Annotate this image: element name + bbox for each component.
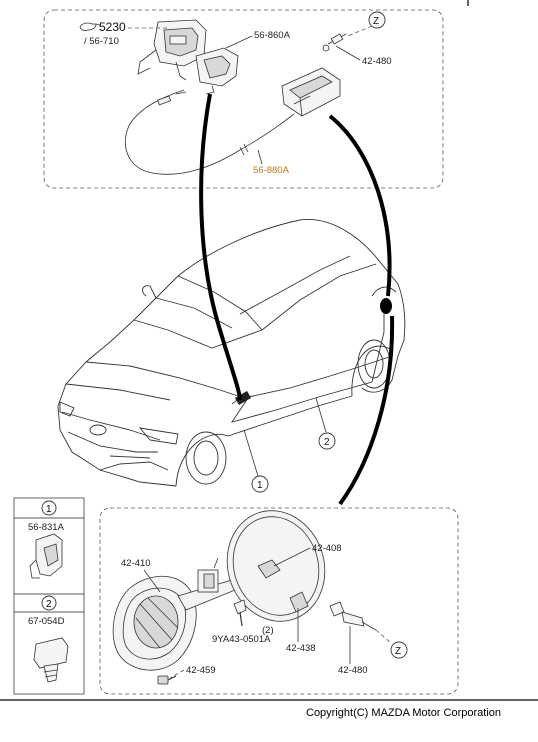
label-42-459: 42-459	[186, 665, 216, 676]
label-56-710: / 56-710	[84, 36, 119, 47]
label-42-480-top: 42-480	[362, 56, 392, 67]
callout-z-bottom: Z	[395, 646, 401, 657]
fuel-lid-housing	[112, 575, 197, 671]
leader-42-410	[143, 569, 161, 593]
callout-curve-actuator	[328, 114, 392, 297]
screw-9ya43	[233, 599, 247, 627]
leader-42-480-top	[335, 45, 361, 61]
leader-56-860A	[225, 35, 253, 49]
legend-1-part: 56-831A	[28, 522, 65, 533]
legend-2-number: 2	[46, 599, 52, 610]
label-42-438: 42-438	[286, 643, 316, 654]
lid-actuator-housing	[281, 67, 341, 117]
label-9YA43-0501A: 9YA43-0501A	[212, 634, 271, 645]
car-illustration	[57, 219, 406, 487]
callout-curve-lever	[199, 93, 242, 401]
copyright-text: Copyright(C) MAZDA Motor Corporation	[306, 707, 501, 719]
leader-z-top	[347, 25, 373, 37]
callout-2-circle	[318, 432, 336, 450]
clip-legend: 1 56-831A 2 67-054D	[13, 497, 85, 695]
label-42-480-bottom: 42-480	[338, 665, 368, 676]
callout-curve-fuel-lid	[338, 315, 395, 506]
cable-break-mark	[239, 143, 249, 156]
leader-z-bottom	[375, 629, 393, 645]
legend-1-number: 1	[46, 504, 52, 515]
label-42-410: 42-410	[121, 558, 151, 569]
fuel-lid-door	[226, 510, 326, 622]
callout-z-top-circle	[368, 11, 386, 29]
legend-2-part: 67-054D	[28, 616, 65, 627]
label-5230: 5230	[99, 20, 126, 34]
callout-1-car: 1	[257, 480, 263, 491]
label-qty-2: (2)	[262, 625, 274, 636]
cable-end-bottom	[329, 601, 377, 631]
opener-lever-assembly	[137, 19, 239, 95]
hinge-arm	[177, 557, 241, 611]
label-42-408: 42-408	[312, 543, 342, 554]
callout-2-car: 2	[324, 437, 330, 448]
callout-1-circle	[251, 475, 269, 493]
leader-42-408	[273, 547, 311, 567]
cable-sleeve	[157, 95, 172, 106]
callout-z-bottom-circle	[390, 641, 408, 659]
leader-callout-2	[315, 397, 327, 433]
label-56-880A: 56-880A	[253, 165, 290, 176]
leader-callout-1	[243, 429, 259, 477]
bottom-detail-frame	[99, 507, 459, 695]
cable-end-top	[322, 33, 347, 52]
callout-z-top: Z	[373, 16, 379, 27]
hand-icon	[79, 22, 101, 31]
leader-56-880A	[257, 149, 263, 165]
leader-42-459	[169, 669, 185, 679]
label-56-860A: 56-860A	[254, 30, 291, 41]
top-detail-frame	[43, 9, 444, 189]
cable-end-lever	[175, 91, 187, 95]
bolt-42-459	[157, 675, 177, 685]
release-cable	[124, 89, 295, 175]
